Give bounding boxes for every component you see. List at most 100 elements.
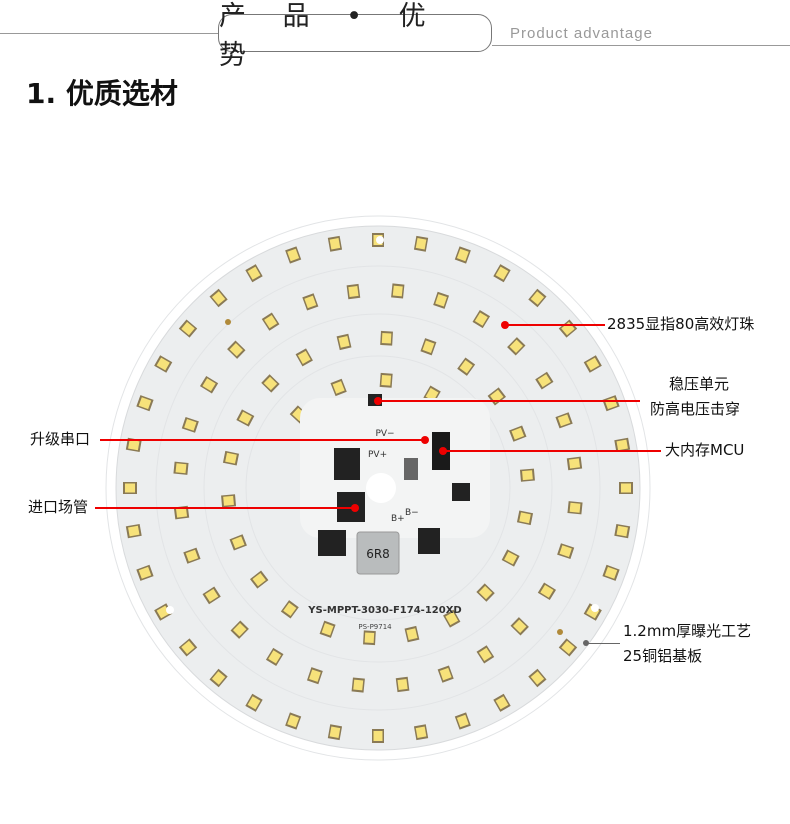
led-chip [420,338,437,356]
led-chip [557,543,575,560]
callout-serial: 升级串口 [30,430,91,448]
led-chip [346,283,361,300]
led-chip [363,630,376,646]
led-chip [528,668,547,688]
led-chip [125,437,142,453]
led-chip [614,437,631,453]
led-chip [443,609,461,628]
callout-line-mcu [443,450,661,452]
led-chip [404,625,420,643]
led-chip [178,638,198,657]
sensor-chip [452,483,470,501]
led-chip [493,693,511,712]
callout-line-serial [100,439,425,441]
led-chip [327,724,343,741]
led-chip [493,264,511,283]
led-chip [457,357,476,376]
led-chip [178,319,198,338]
led-chip [280,600,299,619]
led-chip [222,450,240,466]
led-chip [261,374,280,393]
led-chip [183,547,201,564]
led-chip [154,355,173,373]
led-chip [199,375,219,394]
led-chip [136,564,154,581]
b-plus-label: B+ [391,514,405,524]
led-chip [391,283,405,299]
header-rule-left [0,33,218,34]
led-chip [413,235,429,252]
callout-line-led [505,324,605,326]
led-chip [181,416,199,433]
led-chip [380,330,393,346]
callout-regulator-1: 稳压单元 [669,375,730,393]
b-minus-label: B− [405,508,419,518]
led-chip [209,668,228,688]
mosfet-chip-2 [318,530,346,556]
led-chip [519,468,535,482]
callout-led: 2835显指80高效灯珠 [607,315,755,333]
led-chip [510,617,529,636]
led-chip [476,645,495,664]
pv-plus-label: PV+ [368,450,387,460]
callout-mcu: 大内存MCU [665,441,745,459]
callout-substrate-1: 1.2mm厚曝光工艺 [623,622,752,640]
led-chip [501,549,520,567]
led-chip [245,693,263,712]
led-chip [336,333,352,351]
header-rule-right [492,45,790,46]
led-chip [437,665,454,683]
led-chip [265,647,284,667]
led-chip [261,312,280,331]
callout-line-mosfet [95,507,355,509]
led-chip [509,425,527,442]
led-chip [230,620,249,639]
led-chip [567,501,583,515]
board-part-number: PS-P9714 [358,623,392,631]
callout-dot-substrate [583,640,589,646]
resistor [404,458,418,480]
led-chip [209,288,228,308]
led-chip [413,724,429,741]
led-chip [245,264,263,283]
led-chip [221,494,237,508]
led-chip [285,712,302,730]
led-chip [516,510,534,526]
inductor-label: 6R8 [366,547,390,561]
led-chip [327,235,343,252]
led-chip [583,355,602,373]
led-chip [306,667,323,685]
led-chip [454,712,471,730]
callout-line-regulator [378,400,640,402]
callout-dot-mosfet [351,504,359,512]
led-chip [602,564,620,581]
led-chip [173,505,190,520]
led-chip [472,309,491,329]
led-chip [236,409,255,427]
board-model: YS-MPPT-3030-F174-120XD [307,605,461,616]
led-chip [476,583,495,602]
led-chip [173,461,189,475]
led-chip [229,534,247,551]
pv-minus-label: PV− [375,429,394,439]
callout-regulator-2: 防高电压击穿 [650,400,741,418]
callout-dot-led [501,321,509,329]
led-chip [535,371,554,390]
led-chip [537,582,557,601]
led-chip [285,246,302,264]
led-chip [302,293,319,311]
led-chip [295,348,313,367]
led-chip [330,378,347,397]
led-chip [136,395,154,412]
led-chip [566,456,583,471]
led-chip [555,412,573,429]
section-title: 1. 优质选材 [26,77,178,110]
header-subtitle: Product advantage [510,25,653,42]
led-chip [395,676,410,693]
led-chip [558,638,578,657]
led-chip [433,291,450,309]
led-chip [619,482,633,494]
led-chip [123,482,137,494]
led-chip [528,288,547,308]
callout-dot-regulator [374,397,382,405]
